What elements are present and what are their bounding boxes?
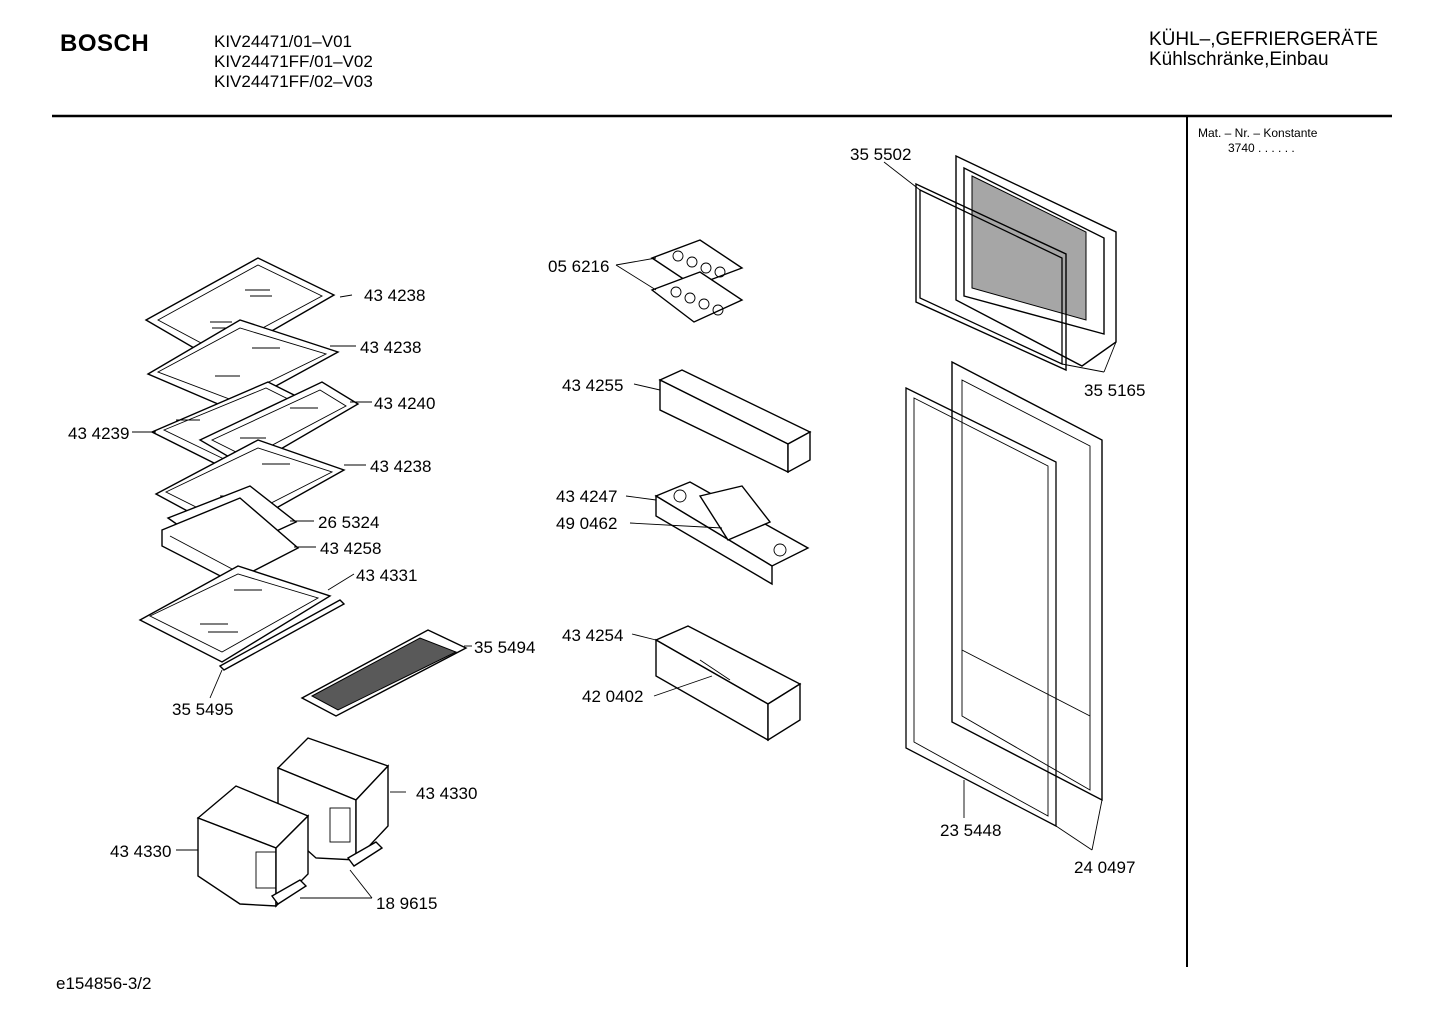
part-label: 35 5494	[474, 638, 536, 657]
part-label: 26 5324	[318, 513, 380, 532]
shelf-edge-strip	[218, 599, 346, 671]
category-subtitle: Kühlschränke,Einbau	[1149, 49, 1329, 70]
mat-nr-value: 3740 . . . . . .	[1228, 141, 1295, 155]
model-number: KIV24471FF/01–V02	[214, 52, 373, 71]
part-label: 43 4254	[562, 626, 624, 645]
drawing-id: e154856-3/2	[56, 974, 152, 993]
mat-nr-label: Mat. – Nr. – Konstante	[1198, 126, 1318, 140]
part-label: 43 4330	[110, 842, 172, 861]
part-label: 42 0402	[582, 687, 644, 706]
part-label: 43 4240	[374, 394, 436, 413]
model-list: KIV24471/01–V01 KIV24471FF/01–V02 KIV244…	[214, 32, 373, 92]
part-label: 43 4258	[320, 539, 382, 558]
vent-grille	[300, 629, 468, 717]
crisper-frame	[161, 485, 300, 583]
fridge-door-liner	[951, 360, 1103, 802]
egg-tray-pair	[650, 239, 744, 323]
shelf-glass-2	[146, 319, 340, 411]
door-bin-bottom	[654, 625, 802, 742]
part-label: 43 4238	[370, 457, 432, 476]
part-label: 35 5495	[172, 700, 234, 719]
egg-holder-box	[654, 481, 810, 586]
part-label: 43 4247	[556, 487, 618, 506]
part-label: 18 9615	[376, 894, 438, 913]
freezer-door	[955, 154, 1117, 367]
door-bin-top	[658, 369, 812, 474]
drawer-handles	[270, 841, 384, 905]
leader-lines	[132, 161, 1117, 899]
part-label: 43 4238	[360, 338, 422, 357]
part-label: 43 4239	[68, 424, 130, 443]
model-number: KIV24471/01–V01	[214, 32, 353, 51]
drawer-front	[196, 785, 310, 908]
part-label: 49 0462	[556, 514, 618, 533]
mat-nr-box: Mat. – Nr. – Konstante 3740 . . . . . .	[1198, 126, 1317, 156]
category: KÜHL–,GEFRIERGERÄTE Kühlschränke,Einbau	[1149, 30, 1378, 70]
category-title: KÜHL–,GEFRIERGERÄTE	[1149, 29, 1379, 50]
part-label: 24 0497	[1074, 858, 1136, 877]
part-label: 35 5165	[1084, 381, 1146, 400]
model-number: KIV24471FF/02–V03	[214, 72, 373, 91]
shelf-glass-bottom	[138, 565, 332, 663]
part-label: 43 4255	[562, 376, 624, 395]
part-label: 35 5502	[850, 145, 912, 164]
part-label: 05 6216	[548, 257, 610, 276]
part-label: 43 4331	[356, 566, 418, 585]
brand-logo: BOSCH	[60, 30, 150, 57]
part-label: 43 4238	[364, 286, 426, 305]
part-label: 43 4330	[416, 784, 478, 803]
part-label: 23 5448	[940, 821, 1002, 840]
